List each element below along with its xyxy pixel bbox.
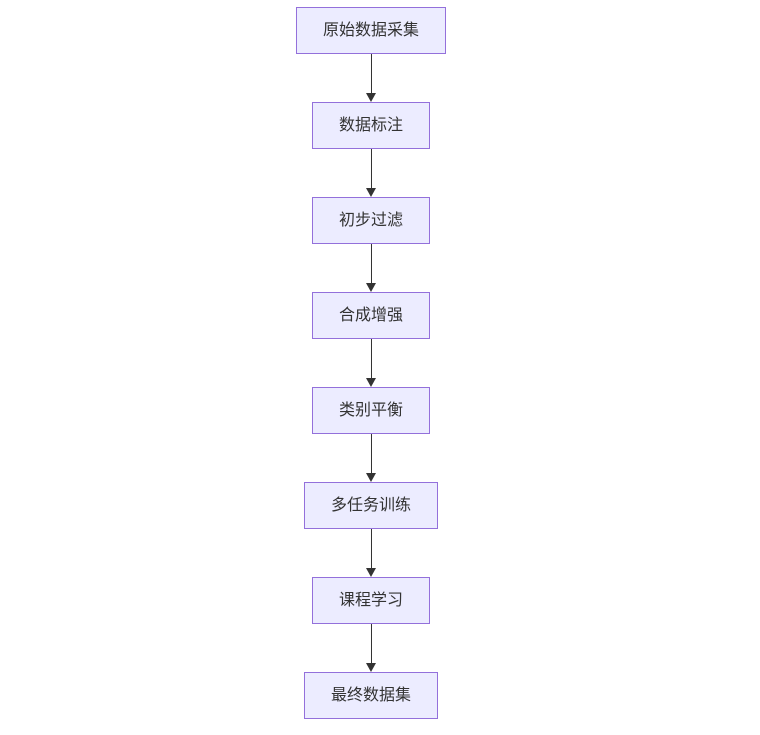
- arrow-line: [370, 339, 372, 378]
- flow-node-label: 最终数据集: [330, 686, 412, 704]
- flow-node-label: 数据标注: [338, 116, 404, 134]
- flow-node: 最终数据集: [303, 672, 439, 719]
- arrow-line: [370, 54, 372, 93]
- flow-arrow-connector: [365, 624, 376, 672]
- flow-arrow-connector: [365, 54, 376, 102]
- flow-node-label: 初步过滤: [338, 211, 404, 229]
- flow-node-label: 合成增强: [338, 306, 404, 324]
- flow-node-label: 原始数据采集: [322, 21, 420, 39]
- flow-node: 类别平衡: [311, 387, 431, 434]
- flow-node: 合成增强: [311, 292, 431, 339]
- arrow-head-icon: [365, 473, 376, 482]
- flow-node: 课程学习: [311, 577, 431, 624]
- arrow-line: [370, 529, 372, 568]
- arrow-head-icon: [365, 188, 376, 197]
- flow-arrow-connector: [365, 244, 376, 292]
- flow-node-label: 多任务训练: [330, 496, 412, 514]
- flow-column: 原始数据采集 数据标注 初步过滤 合成增强 类别平衡 多任务训练: [295, 7, 447, 719]
- arrow-head-icon: [365, 378, 376, 387]
- arrow-line: [370, 149, 372, 188]
- arrow-line: [370, 434, 372, 473]
- flow-arrow-connector: [365, 434, 376, 482]
- arrow-head-icon: [365, 568, 376, 577]
- flow-arrow-connector: [365, 529, 376, 577]
- flow-node-label: 类别平衡: [338, 401, 404, 419]
- flow-arrow-connector: [365, 149, 376, 197]
- flow-node: 多任务训练: [303, 482, 439, 529]
- flow-arrow-connector: [365, 339, 376, 387]
- arrow-line: [370, 624, 372, 663]
- arrow-head-icon: [365, 93, 376, 102]
- flow-node: 数据标注: [311, 102, 431, 149]
- arrow-line: [370, 244, 372, 283]
- flow-node: 初步过滤: [311, 197, 431, 244]
- arrow-head-icon: [365, 663, 376, 672]
- flow-node-label: 课程学习: [338, 591, 404, 609]
- arrow-head-icon: [365, 283, 376, 292]
- flow-node: 原始数据采集: [295, 7, 447, 54]
